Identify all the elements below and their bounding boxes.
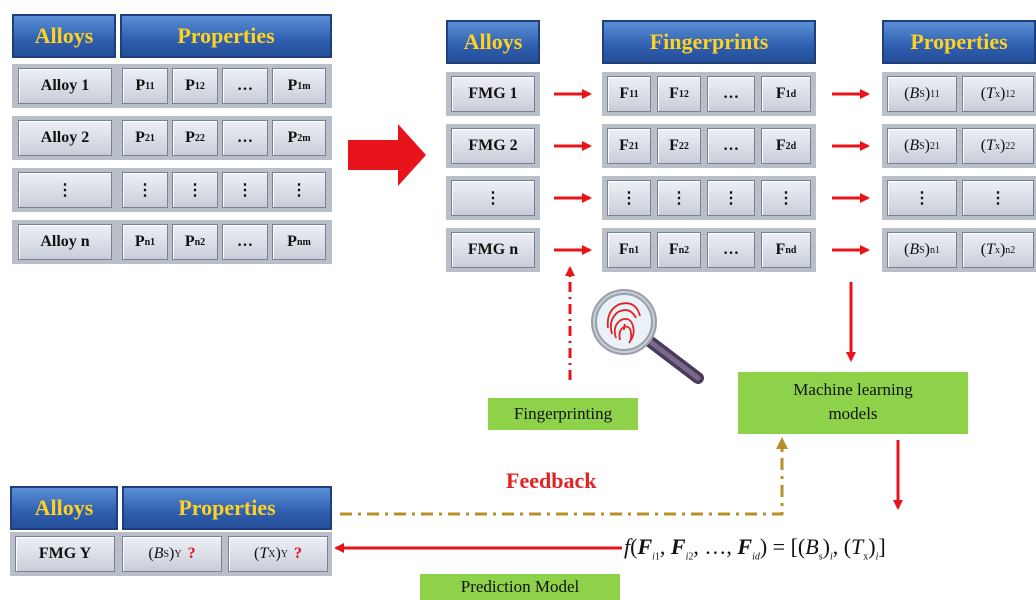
input-row: ⋮ ⋮ ⋮ ⋮ ⋮ bbox=[12, 168, 332, 212]
fingerprint-cell: … bbox=[707, 128, 755, 164]
fingerprints-header: Fingerprints bbox=[602, 20, 816, 64]
fingerprint-cell: … bbox=[707, 232, 755, 268]
input-property-cell: ⋮ bbox=[272, 172, 326, 208]
prediction-alloys-header: Alloys bbox=[10, 486, 118, 530]
fingerprint-cell: … bbox=[707, 76, 755, 112]
fmg-row: FMG 2 bbox=[446, 124, 540, 168]
fmg-row: ⋮ bbox=[446, 176, 540, 220]
input-alloy-cell: Alloy 1 bbox=[18, 68, 112, 104]
fmg-cell: ⋮ bbox=[451, 180, 535, 216]
fmg-cell: FMG n bbox=[451, 232, 535, 268]
fingerprint-cell: ⋮ bbox=[657, 180, 701, 216]
fmg-row: FMG 1 bbox=[446, 72, 540, 116]
input-alloy-cell: Alloy n bbox=[18, 224, 112, 260]
fingerprinting-label: Fingerprinting bbox=[488, 398, 638, 430]
input-property-cell: ⋮ bbox=[122, 172, 168, 208]
fingerprint-row: ⋮ ⋮ ⋮ ⋮ bbox=[602, 176, 816, 220]
unknown-mark: ? bbox=[294, 545, 303, 562]
fingerprint-cell: ⋮ bbox=[707, 180, 755, 216]
fingerprint-cell: ⋮ bbox=[607, 180, 651, 216]
machine-learning-label: Machine learning models bbox=[738, 372, 968, 434]
input-property-cell: … bbox=[222, 120, 268, 156]
feedback-label: Feedback bbox=[506, 468, 597, 493]
input-property-cell: … bbox=[222, 224, 268, 260]
input-alloys-header: Alloys bbox=[12, 14, 116, 58]
output-row: ⋮ ⋮ bbox=[882, 176, 1036, 220]
input-property-cell: … bbox=[222, 68, 268, 104]
fingerprint-cell: ⋮ bbox=[761, 180, 811, 216]
unknown-mark: ? bbox=[187, 545, 196, 562]
input-properties-header: Properties bbox=[120, 14, 332, 58]
prediction-model-label: Prediction Model bbox=[420, 574, 620, 600]
input-alloy-cell: Alloy 2 bbox=[18, 120, 112, 156]
fmg-alloys-header: Alloys bbox=[446, 20, 540, 64]
fmg-cell: FMG 1 bbox=[451, 76, 535, 112]
fmg-cell: FMG 2 bbox=[451, 128, 535, 164]
output-properties-header: Properties bbox=[882, 20, 1036, 64]
prediction-equation: f(Fi1, Fi2, …, Fid) = [(Bs)i, (Tx)i] bbox=[624, 534, 886, 563]
input-property-cell: ⋮ bbox=[172, 172, 218, 208]
prediction-properties-header: Properties bbox=[122, 486, 332, 530]
input-alloy-cell: ⋮ bbox=[18, 172, 112, 208]
fmg-row: FMG n bbox=[446, 228, 540, 272]
fmg-table: Alloys FMG 1 FMG 2 ⋮ FMG n bbox=[446, 20, 540, 275]
prediction-alloy-cell: FMG Y bbox=[15, 536, 115, 572]
output-tx-cell: ⋮ bbox=[962, 180, 1034, 216]
magnifier-fingerprint-icon bbox=[591, 289, 704, 384]
input-property-cell: ⋮ bbox=[222, 172, 268, 208]
output-bs-cell: ⋮ bbox=[887, 180, 957, 216]
feedback-arrow bbox=[340, 437, 788, 516]
big-transform-arrow bbox=[348, 124, 426, 186]
